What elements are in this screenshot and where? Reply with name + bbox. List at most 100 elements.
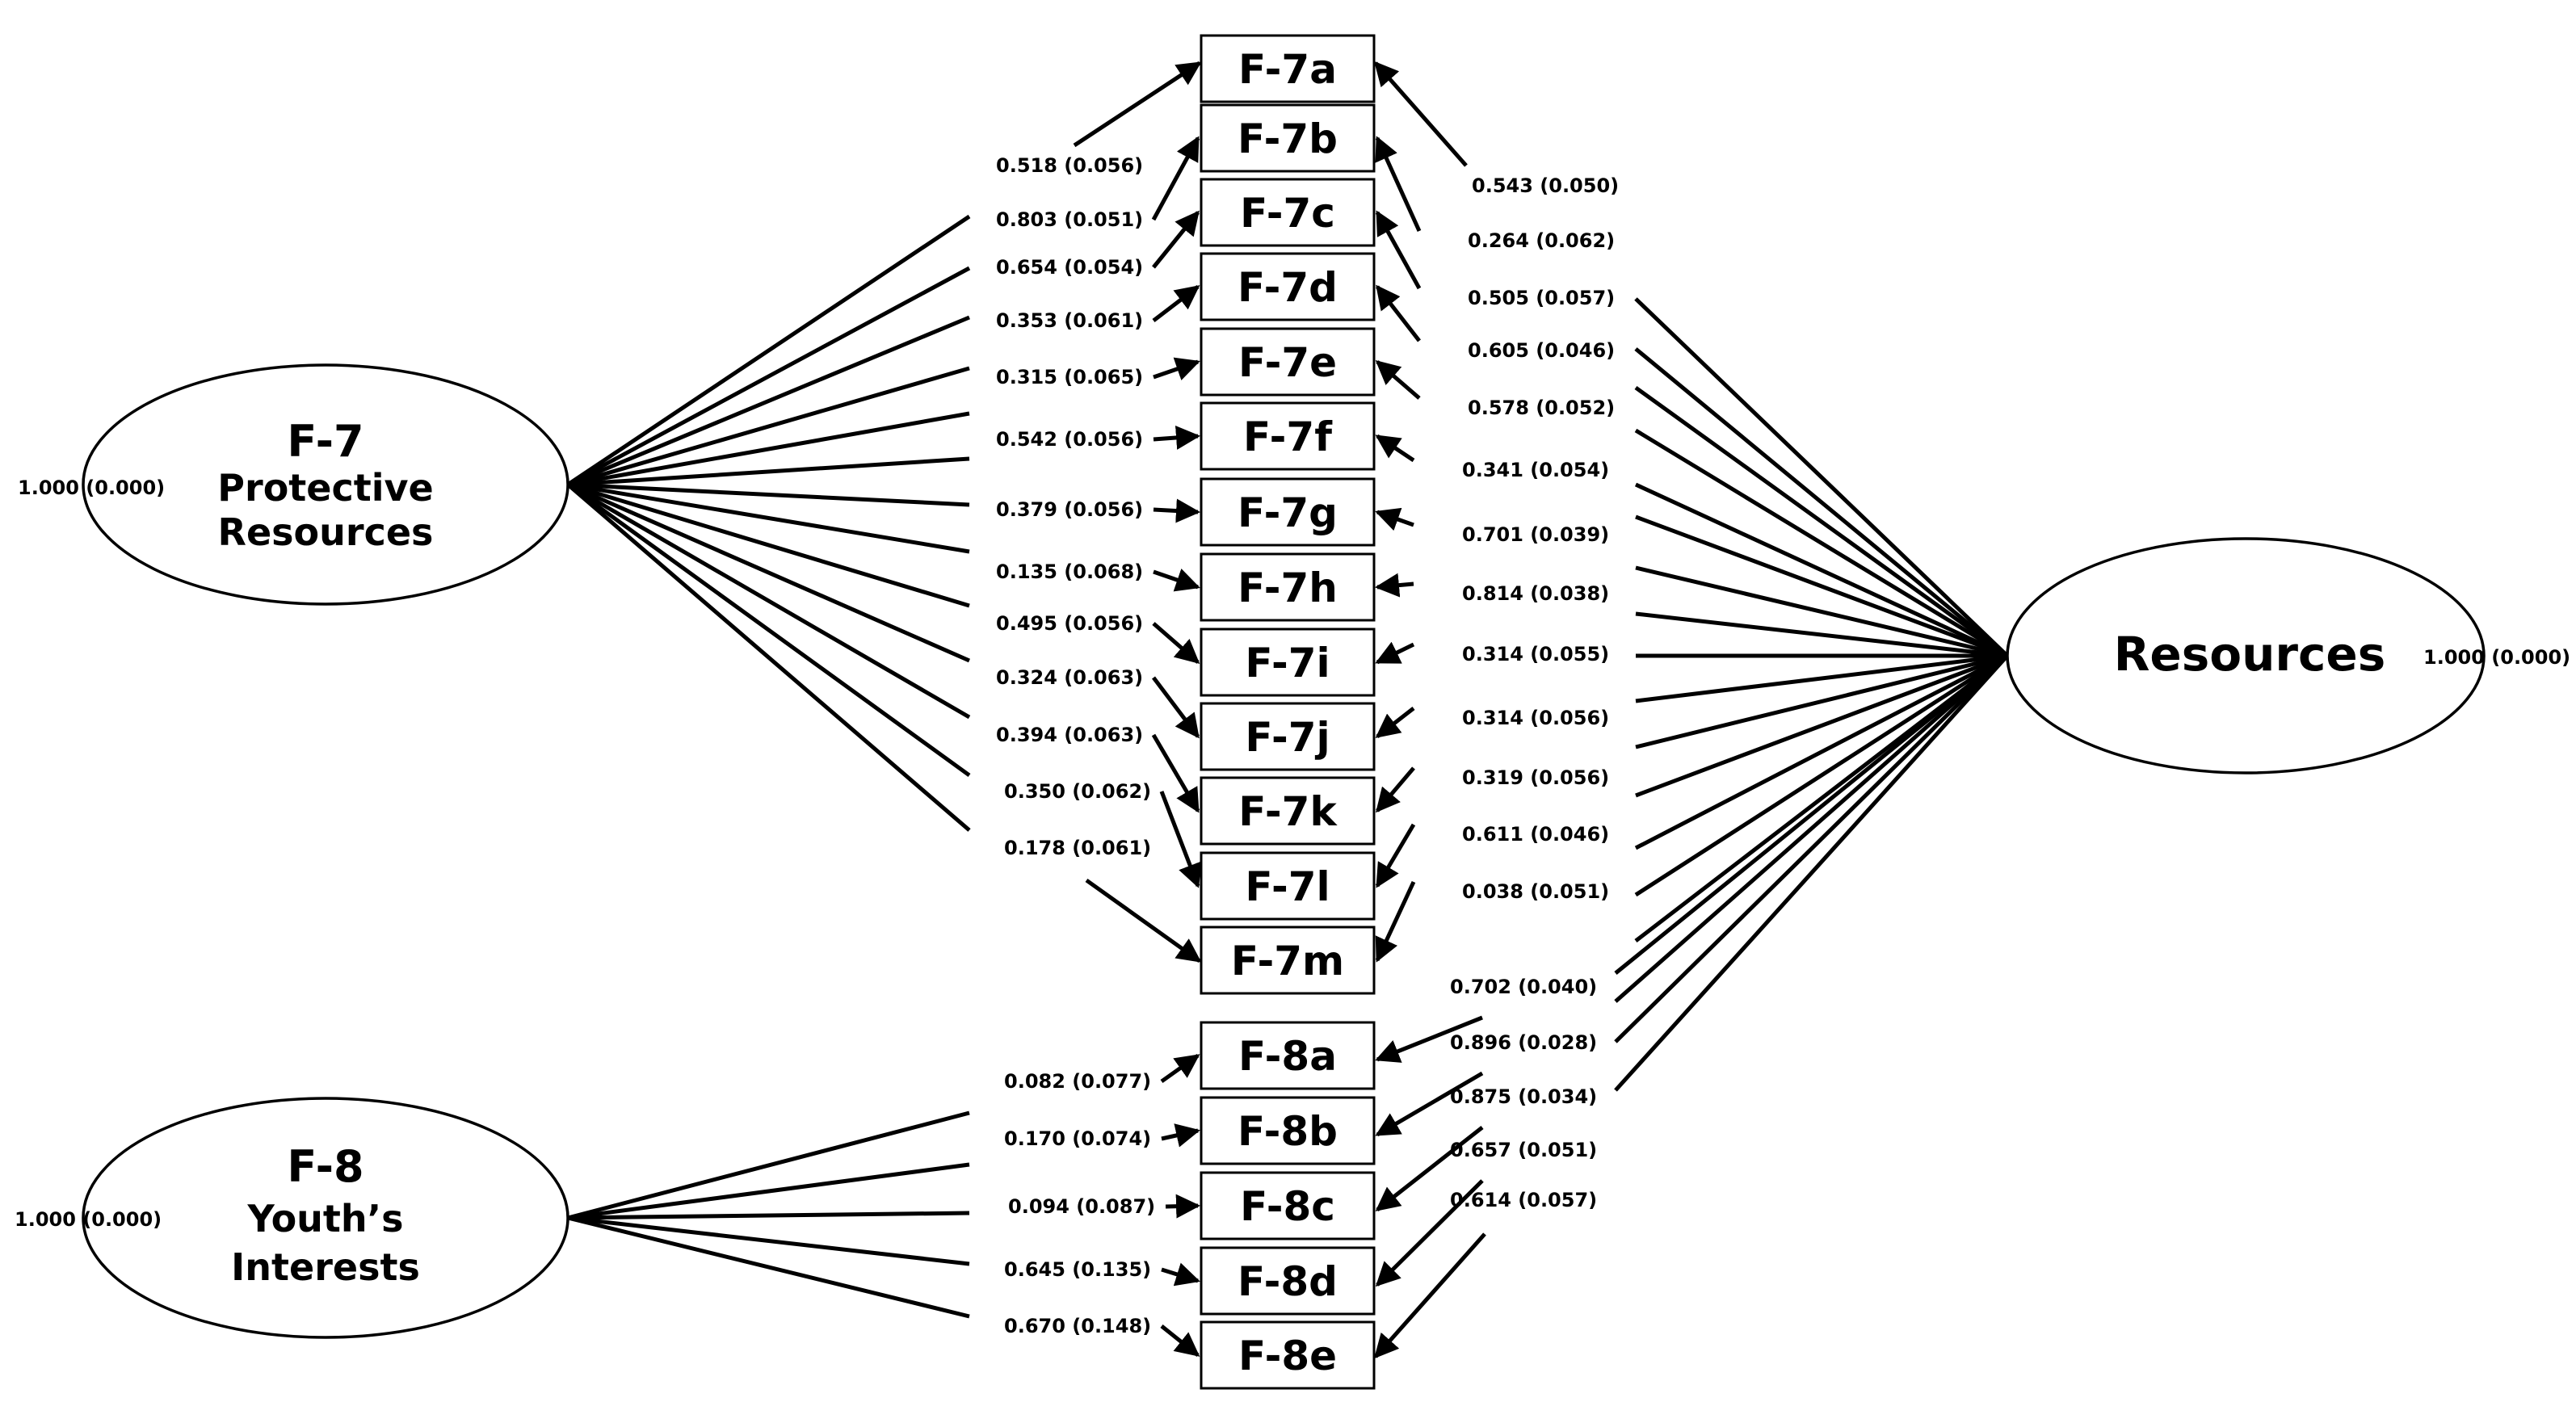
- f7-path-3: [567, 315, 970, 487]
- left-arrow-f-8b: [1161, 1123, 1200, 1148]
- left-arrow-f-7j: [1152, 676, 1200, 739]
- variable-box-f-7g: F-7g: [1200, 477, 1376, 547]
- variable-box-f-7f-rect: [1200, 401, 1376, 471]
- right-loading-f-8a: 0.702 (0.040): [1450, 976, 1597, 998]
- variable-box-f-7m-rect: [1200, 926, 1376, 995]
- left-arrow-f-7g: [1153, 498, 1200, 523]
- variable-box-f-7l: F-7l: [1200, 851, 1376, 921]
- f7-path-4: [567, 366, 970, 487]
- right-arrow-f-8b: [1375, 1071, 1484, 1137]
- left-arrow-f-7i: [1152, 622, 1200, 664]
- right-arrow-f-8d: [1375, 1179, 1484, 1287]
- variable-box-f-8a-rect: [1200, 1021, 1376, 1090]
- variable-box-f-8c: F-8c: [1200, 1171, 1376, 1240]
- left-loading-f-8a: 0.082 (0.077): [1004, 1070, 1151, 1093]
- variable-box-f-7b: F-7b: [1200, 103, 1376, 173]
- variable-label-f-7l: F-7l: [1245, 863, 1330, 910]
- f7-path-11: [566, 482, 971, 720]
- right-arrow-f-7c: [1375, 210, 1422, 290]
- variable-box-f-7e-rect: [1200, 327, 1376, 397]
- f8-path-3: [567, 1211, 970, 1220]
- left-arrow-f-8d: [1161, 1262, 1200, 1287]
- left-loading-f-7b: 0.803 (0.051): [996, 208, 1143, 231]
- resources-path-12: [1635, 653, 2008, 798]
- right-arrow-f-7h: [1375, 573, 1414, 598]
- resources-path-8: [1635, 611, 2008, 658]
- variable-label-f-7m: F-7m: [1231, 938, 1344, 984]
- resources-path-16: [1614, 654, 2009, 975]
- variable-box-f-7i: F-7i: [1200, 628, 1376, 697]
- factor-f8-title: F-8: [287, 1141, 363, 1192]
- variable-label-f-7i: F-7i: [1245, 640, 1330, 686]
- variable-box-f-7j: F-7j: [1200, 702, 1376, 771]
- right-loading-f-7i: 0.314 (0.055): [1462, 643, 1609, 665]
- resources-path-5: [1634, 482, 2009, 658]
- right-arrow-f-7d: [1376, 284, 1421, 342]
- factor-f7-variance: 1.000 (0.000): [18, 476, 165, 499]
- right-loading-f-7j: 0.314 (0.056): [1462, 707, 1609, 729]
- resources-path-3: [1634, 385, 2009, 658]
- right-arrow-f-8c: [1375, 1126, 1484, 1211]
- variable-box-f-8c-rect: [1200, 1171, 1376, 1240]
- left-loading-f-8c: 0.094 (0.087): [1008, 1195, 1155, 1218]
- factor-resources-variance: 1.000 (0.000): [2423, 646, 2570, 669]
- variable-box-f-8d-rect: [1200, 1246, 1376, 1316]
- f7-path-2: [566, 266, 971, 487]
- right-loading-f-8b: 0.896 (0.028): [1450, 1031, 1597, 1054]
- variable-box-f-7e: F-7e: [1200, 327, 1376, 397]
- variable-label-f-7f: F-7f: [1243, 413, 1333, 460]
- right-arrow-f-8a: [1375, 1015, 1483, 1063]
- right-loading-labels: 0.543 (0.050)0.264 (0.062)0.505 (0.057)0…: [1450, 174, 1619, 1211]
- right-loading-f-8d: 0.657 (0.051): [1450, 1139, 1597, 1161]
- factor-f8-line3: Interests: [231, 1245, 420, 1289]
- left-arrow-f-7e: [1153, 357, 1200, 380]
- f7-path-7: [567, 482, 970, 507]
- left-loading-f-7k: 0.394 (0.063): [996, 724, 1143, 746]
- variable-box-f-7j-rect: [1200, 702, 1376, 771]
- factor-f8-line2: Youth’s: [246, 1197, 403, 1240]
- variable-box-f-7a: F-7a: [1200, 34, 1376, 103]
- f7-path-13: [566, 483, 971, 832]
- variable-label-f-7a: F-7a: [1238, 46, 1337, 93]
- factor-f8-ellipse: [82, 1097, 569, 1339]
- variable-box-f-7m: F-7m: [1200, 926, 1376, 995]
- right-loading-f-7k: 0.319 (0.056): [1462, 766, 1609, 789]
- variable-box-f-8d: F-8d: [1200, 1246, 1376, 1316]
- factor-f7-line2: Protective: [217, 466, 433, 510]
- right-arrow-f-7b: [1375, 136, 1422, 233]
- variable-label-f-7j: F-7j: [1245, 714, 1330, 761]
- resources-path-4: [1634, 428, 2009, 658]
- factor-resources: Resources 1.000 (0.000): [2006, 537, 2570, 774]
- left-loading-f-7m: 0.178 (0.061): [1004, 837, 1151, 859]
- resources-path-1: [1634, 297, 2009, 657]
- variable-box-f-7d-rect: [1200, 252, 1376, 321]
- right-arrow-f-7m: [1375, 880, 1416, 963]
- left-loading-f-7i: 0.495 (0.056): [996, 612, 1143, 635]
- resources-path-7: [1635, 565, 2008, 658]
- right-arrow-f-7e: [1375, 360, 1421, 400]
- resources-path-14: [1634, 653, 2009, 897]
- f8-path-4: [567, 1215, 970, 1266]
- left-loading-f-7c: 0.654 (0.054): [996, 256, 1143, 279]
- factor-f7-ellipse: [82, 363, 569, 606]
- right-loading-f-7h: 0.814 (0.038): [1462, 582, 1609, 605]
- f7-path-12: [566, 482, 971, 778]
- left-loading-f-8b: 0.170 (0.074): [1004, 1127, 1151, 1150]
- f8-path-1: [567, 1110, 970, 1220]
- left-loading-f-7l: 0.350 (0.062): [1004, 780, 1151, 803]
- left-arrow-f-7h: [1153, 569, 1200, 592]
- resources-path-15: [1634, 654, 2009, 942]
- variable-box-f-8b-rect: [1200, 1096, 1376, 1165]
- f7-path-9: [567, 482, 970, 608]
- left-arrow-f-7k: [1151, 733, 1200, 813]
- variable-box-f-7c: F-7c: [1200, 178, 1376, 247]
- right-arrow-f-7g: [1375, 507, 1414, 531]
- right-loading-f-7m: 0.038 (0.051): [1462, 880, 1609, 903]
- right-loading-f-8c: 0.875 (0.034): [1450, 1085, 1597, 1108]
- right-loading-f-7l: 0.611 (0.046): [1462, 823, 1609, 846]
- left-loading-f-7e: 0.315 (0.065): [996, 366, 1143, 388]
- left-arrow-f-7c: [1152, 210, 1200, 269]
- right-arrow-f-7j: [1375, 707, 1415, 738]
- left-arrow-f-7b: [1151, 136, 1200, 221]
- variable-box-f-8e-rect: [1200, 1320, 1376, 1390]
